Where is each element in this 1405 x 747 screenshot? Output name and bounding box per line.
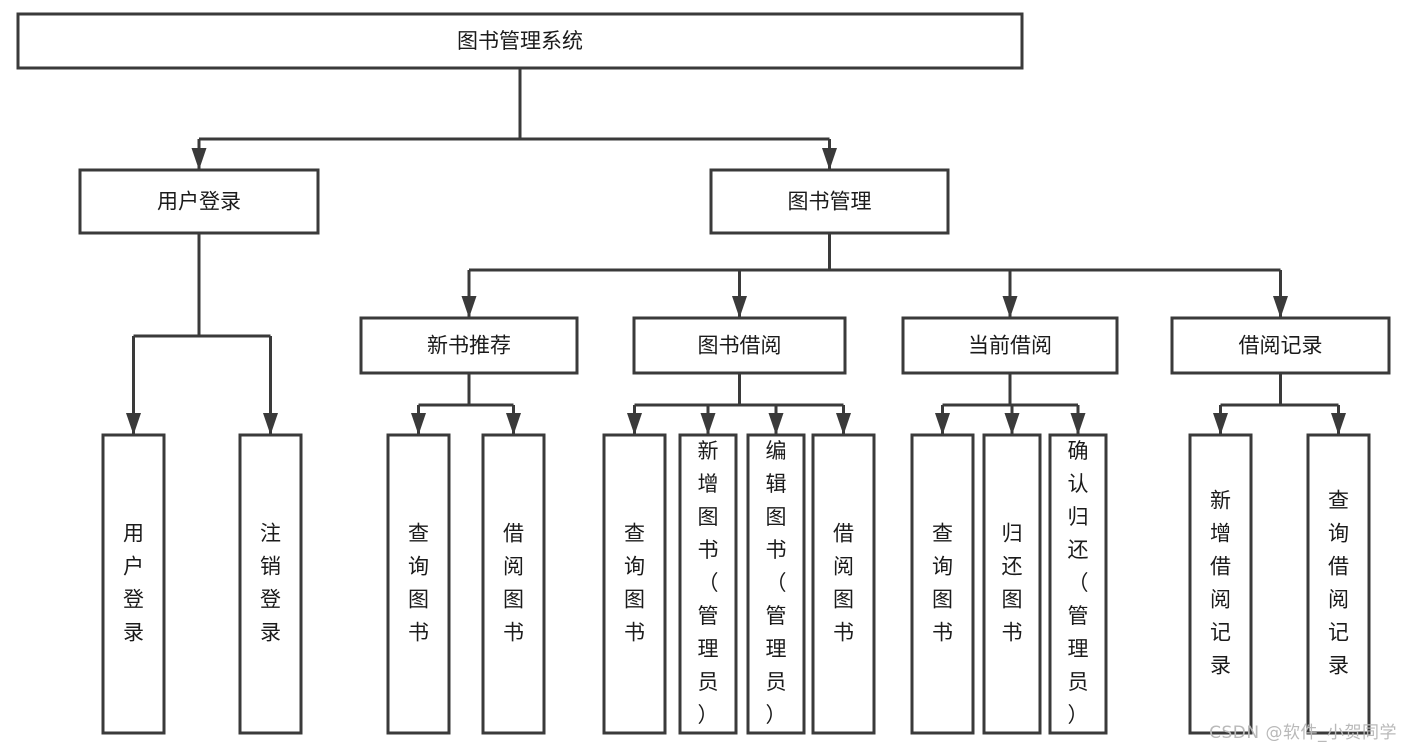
node-l-edit-book[interactable]: 编辑图书（管理员） <box>746 433 806 735</box>
node-n-current-borrow[interactable]: 当前借阅 <box>901 316 1119 375</box>
root-bus-arrow-2 <box>822 148 837 170</box>
node-box <box>101 433 166 735</box>
current-borrow-bus-arrow-2 <box>1004 413 1020 435</box>
book-borrow-bus-arrow-3 <box>768 413 784 435</box>
node-label: 新增图书（管理员） <box>698 439 719 727</box>
node-label: 当前借阅 <box>968 334 1052 358</box>
node-box <box>238 433 303 735</box>
book-mgmt-bus-arrow-4 <box>1273 296 1288 318</box>
new-book-rec-bus-arrow-2 <box>506 413 521 435</box>
node-box <box>632 316 847 375</box>
node-l-borrow-book-2[interactable]: 借阅图书 <box>811 433 876 735</box>
node-label: 借阅记录 <box>1239 334 1323 358</box>
node-label: 查询图书 <box>408 522 429 645</box>
book-mgmt-bus-arrow-1 <box>461 296 477 318</box>
node-l-query-book-3[interactable]: 查询图书 <box>910 433 975 735</box>
node-label: 编辑图书（管理员） <box>766 439 787 727</box>
node-l-query-book-1[interactable]: 查询图书 <box>386 433 451 735</box>
node-l-borrow-book-1[interactable]: 借阅图书 <box>481 433 546 735</box>
node-box <box>78 168 320 235</box>
node-box <box>709 168 950 235</box>
node-label: 归还图书 <box>1002 522 1023 645</box>
node-box <box>1048 433 1108 735</box>
node-n-new-book-rec[interactable]: 新书推荐 <box>359 316 579 375</box>
node-label: 新增借阅记录 <box>1210 489 1231 678</box>
node-label: 新书推荐 <box>427 334 511 358</box>
new-book-rec-bus-arrow-1 <box>411 413 426 435</box>
node-label: 查询借阅记录 <box>1328 489 1349 678</box>
user-login-bus-arrow-2 <box>263 413 278 435</box>
node-l-query-book-2[interactable]: 查询图书 <box>602 433 667 735</box>
node-l-query-record[interactable]: 查询借阅记录 <box>1306 433 1371 735</box>
node-box <box>386 433 451 735</box>
node-box <box>811 433 876 735</box>
node-l-confirm-return[interactable]: 确认归还（管理员） <box>1048 433 1108 735</box>
node-box <box>1188 433 1253 735</box>
node-box <box>1170 316 1391 375</box>
node-l-user-login[interactable]: 用户登录 <box>101 433 166 735</box>
node-label: 图书借阅 <box>698 334 782 358</box>
user-login-bus-arrow-1 <box>126 413 141 435</box>
node-label: 确认归还（管理员） <box>1068 439 1089 727</box>
node-label: 注销登录 <box>260 522 281 645</box>
node-box <box>982 433 1042 735</box>
borrow-record-bus-arrow-1 <box>1213 413 1228 435</box>
node-n-user-login[interactable]: 用户登录 <box>78 168 320 235</box>
node-label: 图书管理系统 <box>457 29 583 53</box>
node-label: 用户登录 <box>123 522 144 645</box>
book-borrow-bus-arrow-1 <box>627 413 642 435</box>
node-box <box>602 433 667 735</box>
node-box <box>16 12 1024 70</box>
nodes-layer: 图书管理系统用户登录图书管理新书推荐图书借阅当前借阅借阅记录用户登录注销登录查询… <box>16 12 1391 735</box>
node-n-book-mgmt[interactable]: 图书管理 <box>709 168 950 235</box>
node-box <box>910 433 975 735</box>
node-label: 查询图书 <box>624 522 645 645</box>
book-mgmt-bus-arrow-3 <box>1002 296 1018 318</box>
node-n-borrow-record[interactable]: 借阅记录 <box>1170 316 1391 375</box>
node-box <box>481 433 546 735</box>
node-l-return-book[interactable]: 归还图书 <box>982 433 1042 735</box>
watermark-text: CSDN @软件_小贺同学 <box>1209 723 1397 743</box>
book-mgmt-bus-arrow-2 <box>732 296 747 318</box>
node-l-add-book[interactable]: 新增图书（管理员） <box>678 433 738 735</box>
node-box <box>359 316 579 375</box>
node-n-book-borrow[interactable]: 图书借阅 <box>632 316 847 375</box>
node-label: 借阅图书 <box>833 522 854 645</box>
node-label: 查询图书 <box>932 522 953 645</box>
node-label: 借阅图书 <box>503 522 524 645</box>
node-label: 图书管理 <box>788 190 872 214</box>
book-borrow-bus-arrow-4 <box>836 413 851 435</box>
node-root[interactable]: 图书管理系统 <box>16 12 1024 70</box>
node-box <box>678 433 738 735</box>
node-box <box>746 433 806 735</box>
book-borrow-bus-arrow-2 <box>700 413 716 435</box>
current-borrow-bus-arrow-3 <box>1070 413 1086 435</box>
edges-layer <box>126 68 1346 435</box>
node-label: 用户登录 <box>157 190 241 214</box>
current-borrow-bus-arrow-1 <box>935 413 950 435</box>
node-l-user-logout[interactable]: 注销登录 <box>238 433 303 735</box>
node-l-add-record[interactable]: 新增借阅记录 <box>1188 433 1253 735</box>
node-box <box>1306 433 1371 735</box>
node-box <box>901 316 1119 375</box>
borrow-record-bus-arrow-2 <box>1331 413 1346 435</box>
root-bus-arrow-1 <box>191 148 207 170</box>
